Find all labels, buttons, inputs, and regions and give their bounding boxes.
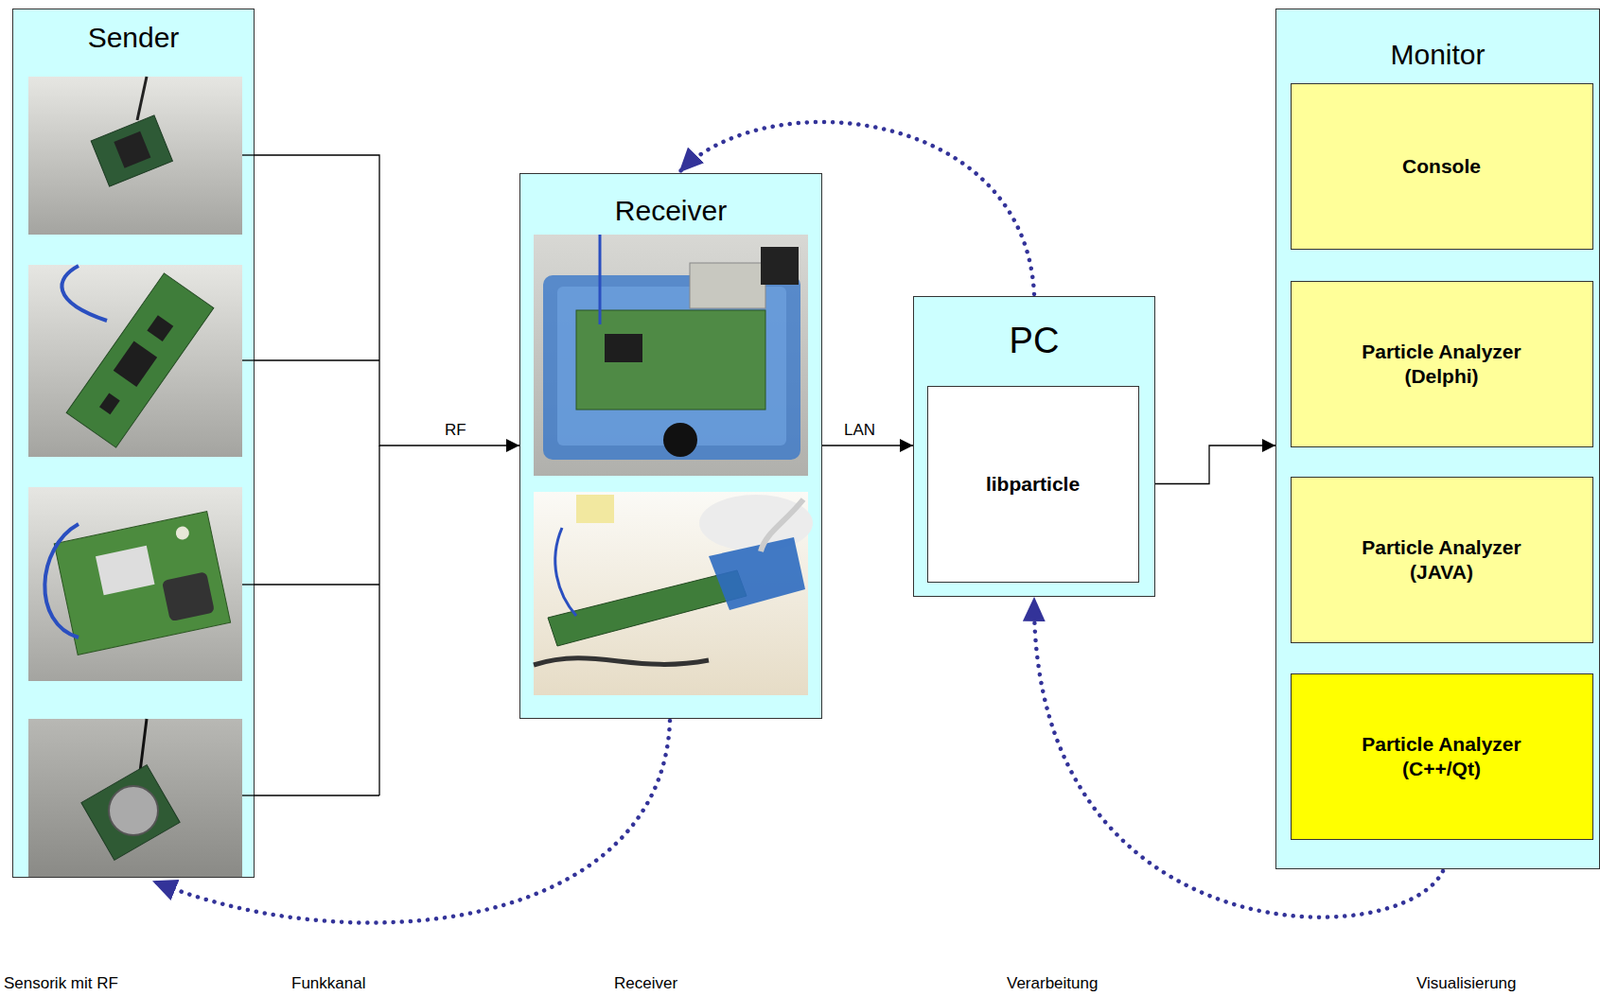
signal-arrow — [1139, 445, 1277, 485]
receiver-photos — [519, 173, 823, 720]
bus-wire — [254, 583, 380, 585]
app-box: Console — [1290, 83, 1594, 250]
pc-panel: PC libparticle — [913, 296, 1156, 598]
stage-caption: Receiver — [614, 974, 678, 994]
edge-label: LAN — [843, 421, 876, 440]
app-box: Particle Analyzer (Delphi) — [1290, 281, 1594, 448]
box-label: Particle Analyzer (C++/Qt) — [1342, 732, 1542, 780]
panel-title: PC — [914, 320, 1155, 363]
edge-label: RF — [444, 421, 467, 440]
receiver-photo — [533, 492, 813, 696]
signal-arrow — [822, 444, 914, 446]
sensor-photo — [28, 264, 243, 458]
app-box: Particle Analyzer (JAVA) — [1290, 476, 1594, 644]
sender-photos — [12, 8, 255, 879]
stage-caption: Sensorik mit RF — [3, 974, 119, 994]
bus-wire — [254, 794, 380, 796]
bus-wire — [254, 359, 380, 361]
box-label: Particle Analyzer (JAVA) — [1342, 535, 1542, 583]
sensor-photo — [28, 76, 243, 235]
sender-bus-wires — [254, 360, 380, 796]
app-box: Particle Analyzer (C++/Qt) — [1290, 673, 1594, 841]
edges — [154, 122, 1443, 924]
sender-panel: Sender — [12, 8, 255, 879]
signal-arrow — [254, 155, 520, 446]
receiver-photo — [533, 234, 809, 476]
box-label: libparticle — [985, 472, 1080, 496]
box-label: Console — [1402, 154, 1481, 178]
panel-title: Monitor — [1276, 38, 1600, 72]
monitor-panel: MonitorConsoleParticle Analyzer (Delphi)… — [1275, 8, 1600, 870]
stage-caption: Funkkanal — [291, 974, 366, 994]
bus-wire — [378, 445, 380, 796]
sensor-photo — [28, 487, 243, 682]
sensor-photo — [28, 719, 243, 878]
stage-caption: Verarbeitung — [1006, 974, 1098, 994]
stage-caption: Visualisierung — [1416, 974, 1517, 994]
panel-title: Receiver — [520, 194, 822, 229]
receiver-panel: Receiver — [519, 173, 823, 720]
library-box: libparticle — [927, 386, 1140, 583]
photo-wire-stubs — [242, 155, 255, 796]
panel-title: Sender — [13, 21, 254, 55]
box-label: Particle Analyzer (Delphi) — [1342, 339, 1542, 387]
